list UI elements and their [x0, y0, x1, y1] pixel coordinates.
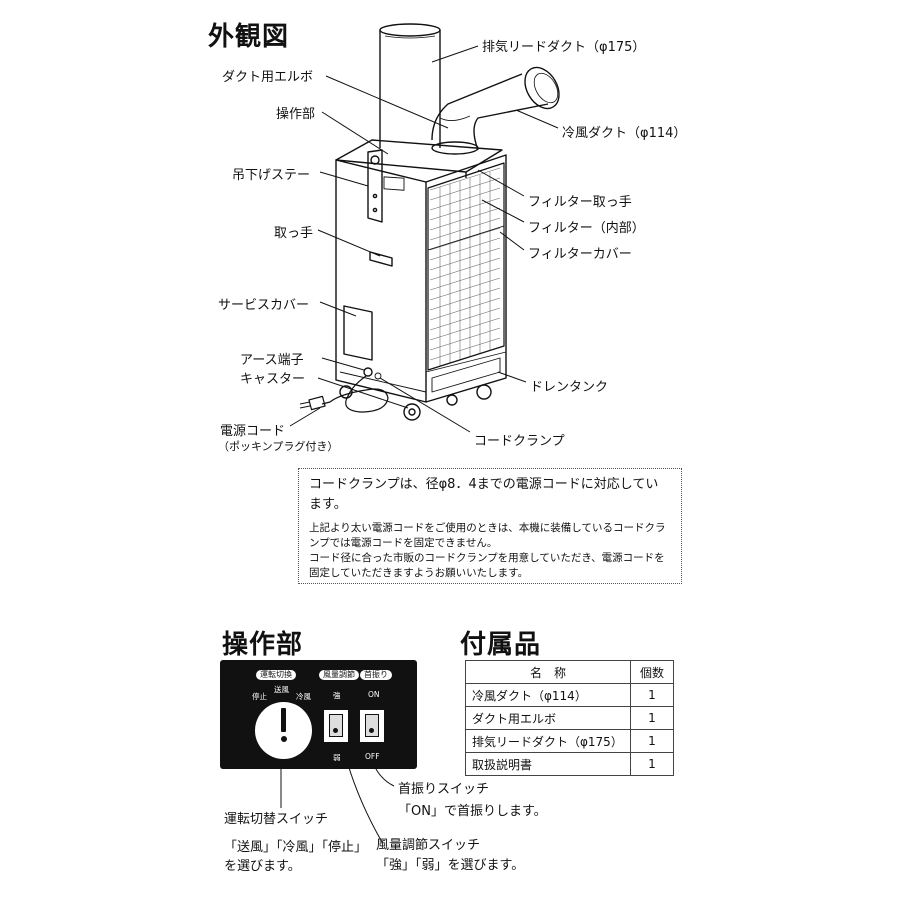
label-service-cover: サービスカバー	[218, 298, 310, 313]
exhaust-duct	[379, 23, 441, 148]
casters	[339, 384, 492, 421]
label-hanging-stay: 吊下げステー	[232, 168, 311, 183]
row-name: 冷風ダクト（φ114）	[465, 683, 631, 707]
header-qty: 個数	[630, 660, 674, 684]
label-duct-elbow: ダクト用エルボ	[222, 70, 314, 85]
label-cold-duct: 冷風ダクト（φ114）	[562, 126, 687, 141]
service-cover-shape	[343, 305, 373, 361]
label-ground-terminal: アース端子	[240, 353, 304, 368]
table-header-row: 名 称 個数	[465, 660, 674, 684]
table-row: ダクト用エルボ 1	[465, 706, 674, 730]
panel-fan-mode: 送風	[274, 685, 289, 694]
panel-swing-label: 首振り	[360, 670, 392, 680]
panel-stop: 停止	[252, 692, 267, 701]
control-panel: 運転切換 風量調節 首振り 送風 停止 冷風 強 ON 弱 OFF	[220, 660, 417, 769]
side-handle	[369, 251, 393, 267]
unit-body	[335, 139, 507, 403]
row-name: ダクト用エルボ	[465, 706, 631, 730]
panel-on: ON	[368, 690, 380, 699]
swing-switch[interactable]	[360, 710, 384, 742]
row-qty: 1	[630, 729, 674, 753]
knob-center-dot	[280, 736, 287, 742]
accessories-title: 付属品	[460, 630, 542, 660]
label-cord-clamp: コードクランプ	[474, 434, 565, 449]
table-row: 冷風ダクト（φ114） 1	[465, 683, 674, 707]
label-filter-cover: フィルターカバー	[528, 247, 632, 262]
panel-mode-label: 運転切換	[256, 670, 296, 680]
controls-title: 操作部	[222, 630, 304, 660]
label-handle: 取っ手	[274, 226, 314, 241]
note-sub-1: 上記より太い電源コードをご使用のときは、本機に装備しているコードクランプでは電源…	[309, 522, 666, 549]
fan-switch-rocker	[329, 714, 343, 737]
note-sub-2: コード径に合った市販のコードクランプを用意していただき、電源コードを固定していた…	[309, 552, 665, 579]
callout-fan-switch-desc: 「強」「弱」を選びます。	[376, 858, 525, 873]
label-power-cord: 電源コード	[220, 424, 286, 439]
swing-switch-dot	[369, 728, 374, 733]
callout-fan-switch: 風量調節スイッチ	[376, 838, 481, 853]
label-drain-tank: ドレンタンク	[530, 380, 609, 395]
table-row: 取扱説明書 1	[465, 752, 674, 776]
knob-indicator	[281, 708, 286, 732]
cord-clamp-note: コードクランプは、径φ8．4までの電源コードに対応しています。 上記より太い電源…	[298, 468, 682, 584]
callout-swing-switch-desc: 「ON」で首振りします。	[398, 804, 547, 819]
panel-cool: 冷風	[296, 692, 311, 701]
panel-fan-label: 風量調節	[319, 670, 359, 680]
callout-mode-switch-desc-2: を選びます。	[224, 859, 301, 874]
fan-switch-dot	[333, 728, 338, 733]
filter-grid	[429, 167, 501, 366]
row-qty: 1	[630, 752, 674, 776]
row-name: 排気リードダクト（φ175）	[465, 729, 631, 753]
exterior-title: 外観図	[208, 22, 290, 52]
callout-mode-switch-desc-1: 「送風」「冷風」「停止」	[224, 840, 368, 855]
row-qty: 1	[630, 683, 674, 707]
panel-strong: 強	[333, 691, 341, 700]
cold-duct	[431, 66, 560, 155]
accessories-table: 名 称 個数 冷風ダクト（φ114） 1 ダクト用エルボ 1 排気リードダクト（…	[465, 660, 674, 776]
power-cord-shape	[299, 375, 389, 413]
table-row: 排気リードダクト（φ175） 1	[465, 729, 674, 753]
panel-off: OFF	[365, 752, 380, 761]
label-caster: キャスター	[240, 372, 306, 387]
row-qty: 1	[630, 706, 674, 730]
label-power-cord-note: （ポッキンプラグ付き）	[218, 440, 339, 453]
callout-swing-switch: 首振りスイッチ	[398, 782, 490, 797]
header-name: 名 称	[465, 660, 631, 684]
label-filter-handle: フィルター取っ手	[528, 195, 632, 210]
label-exhaust-duct: 排気リードダクト（φ175）	[482, 40, 646, 55]
label-filter-inner: フィルター（内部）	[528, 221, 645, 236]
hanging-stay	[367, 149, 383, 223]
fan-switch[interactable]	[324, 710, 348, 742]
mode-knob[interactable]	[255, 702, 312, 759]
label-control-unit: 操作部	[276, 107, 316, 122]
note-main: コードクランプは、径φ8．4までの電源コードに対応しています。	[309, 477, 659, 512]
row-name: 取扱説明書	[465, 752, 631, 776]
callout-mode-switch: 運転切替スイッチ	[224, 812, 329, 827]
swing-switch-rocker	[365, 714, 379, 737]
panel-weak: 弱	[333, 753, 341, 762]
